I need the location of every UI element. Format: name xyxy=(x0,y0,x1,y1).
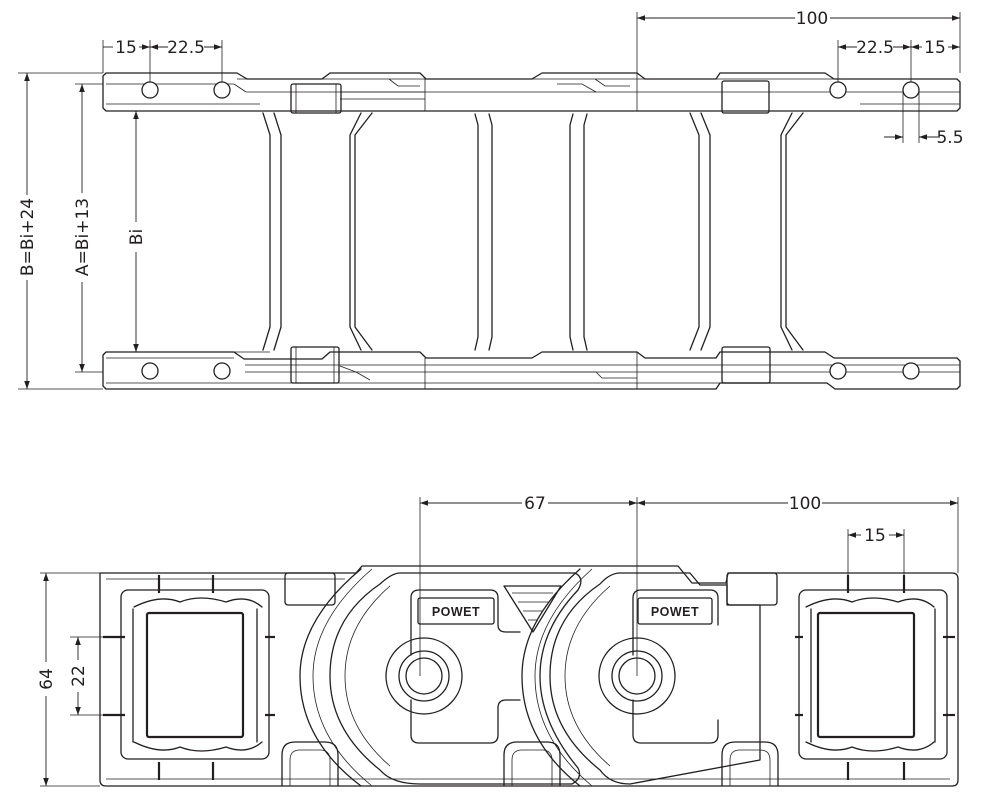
dim-height: 64 xyxy=(37,668,57,690)
top-tabs xyxy=(284,572,778,606)
side-pin-marks xyxy=(103,575,955,780)
dim-outer-width: B=Bi+24 xyxy=(18,198,38,276)
pin-hole xyxy=(141,362,159,380)
dim-right-edge-offset: 15 xyxy=(924,38,946,58)
crossbar xyxy=(474,113,588,351)
dim-outer-width-a: A=Bi+13 xyxy=(73,198,93,276)
right-link-plate xyxy=(689,112,804,351)
chain-outline xyxy=(99,565,959,787)
dim-right-hole-spacing: 22.5 xyxy=(856,38,894,58)
pin-hole xyxy=(902,81,920,99)
triangle-marker xyxy=(503,585,562,633)
dim-pitch-top: 100 xyxy=(796,9,828,29)
dim-pitch: 100 xyxy=(789,494,821,514)
dim-cell-spacing: 15 xyxy=(864,526,886,546)
left-dimensions: B=Bi+24 A=Bi+13 Bi xyxy=(18,72,270,390)
bottom-tabs xyxy=(281,741,779,787)
brand-logo-right: POWET xyxy=(651,605,699,619)
right-link-disc: POWET xyxy=(521,568,761,787)
brand-logo-left: POWET xyxy=(432,605,480,619)
pin-hole xyxy=(213,362,231,380)
dim-bend-offset: 67 xyxy=(524,494,546,514)
dim-inner-height: 22 xyxy=(69,665,89,687)
pin-hole xyxy=(829,81,847,99)
dim-hole-diameter: 5.5 xyxy=(936,128,963,148)
side-view: POWET POWET xyxy=(37,494,959,787)
dim-left-hole-spacing: 22.5 xyxy=(167,38,205,58)
pin-hole xyxy=(141,81,159,99)
top-dimensions: 100 15 22.5 22.5 15 5.5 xyxy=(102,9,964,148)
side-left-dimensions: 64 22 xyxy=(37,572,103,787)
pin-hole xyxy=(213,81,231,99)
pin-hole xyxy=(829,362,847,380)
dim-left-edge-offset: 15 xyxy=(115,38,137,58)
left-link-disc: POWET xyxy=(299,568,582,787)
top-side-band xyxy=(102,72,961,114)
pin-hole xyxy=(902,362,920,380)
dim-inner-width: Bi xyxy=(127,229,147,245)
left-cell xyxy=(120,589,270,760)
side-top-dimensions: 67 100 15 xyxy=(419,494,959,676)
left-link-plate xyxy=(262,112,373,351)
right-cell xyxy=(798,589,948,760)
top-view: 100 15 22.5 22.5 15 5.5 xyxy=(18,9,964,390)
